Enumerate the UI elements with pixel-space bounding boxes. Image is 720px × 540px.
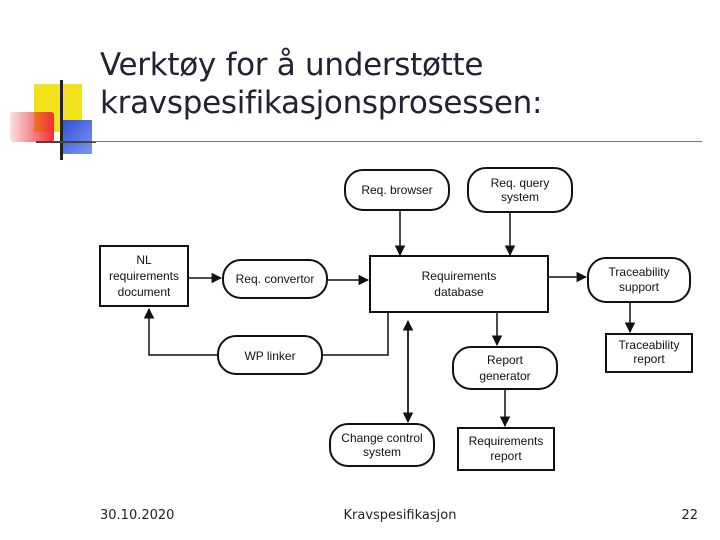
label-req-query-1: Req. query	[491, 176, 550, 190]
arrow-wp-linker-to-nl	[143, 307, 218, 356]
label-change-control-2: system	[363, 445, 401, 459]
label-nl-1: NL	[136, 253, 152, 267]
label-trace-support-2: support	[619, 280, 660, 294]
node-req-query-system: Req. query system	[467, 167, 573, 213]
node-report-generator: Report generator	[452, 346, 558, 390]
label-req-report-2: report	[490, 449, 522, 463]
arrow-db-to-wp-linker	[322, 313, 389, 356]
label-change-control-1: Change control	[341, 431, 422, 445]
label-req-browser: Req. browser	[361, 183, 432, 197]
label-req-query-2: system	[501, 190, 539, 204]
node-nl-requirements-document: NL requirements document	[99, 245, 189, 307]
label-wp-linker: WP linker	[244, 349, 295, 363]
label-nl-3: document	[118, 285, 171, 299]
label-nl-2: requirements	[109, 269, 179, 283]
node-wp-linker: WP linker	[217, 335, 323, 375]
label-report-gen-2: generator	[479, 369, 530, 383]
slide-title: Verktøy for å understøtte kravspesifikas…	[100, 46, 700, 122]
footer-page-number: 22	[681, 508, 698, 523]
node-req-convertor: Req. convertor	[222, 259, 328, 299]
decor-blue-square	[60, 120, 92, 154]
decor-horizontal-line	[36, 141, 96, 143]
node-req-browser: Req. browser	[344, 169, 450, 211]
label-trace-report-1: Traceability	[619, 338, 680, 352]
footer-date: 30.10.2020	[100, 508, 175, 523]
node-requirements-database: Requirements database	[369, 255, 549, 313]
node-requirements-report: Requirements report	[457, 427, 555, 471]
decor-vertical-line	[60, 80, 63, 160]
label-trace-support-1: Traceability	[609, 265, 670, 279]
title-underline-rule	[92, 141, 702, 142]
title-line-2: kravspesifikasjonsprosessen:	[100, 85, 543, 121]
label-trace-report-2: report	[633, 352, 665, 366]
label-req-report-1: Requirements	[469, 434, 544, 448]
footer-center-title: Kravspesifikasjon	[343, 508, 457, 523]
label-db-2: database	[434, 285, 484, 299]
title-line-1: Verktøy for å understøtte	[100, 47, 484, 83]
node-traceability-support: Traceability support	[587, 257, 691, 303]
label-db-1: Requirements	[422, 269, 497, 283]
node-traceability-report: Traceability report	[605, 333, 693, 373]
arrow-trace-support-to-report	[614, 301, 636, 334]
node-change-control-system: Change control system	[329, 423, 435, 467]
label-report-gen-1: Report	[487, 353, 524, 367]
label-req-convertor: Req. convertor	[236, 272, 315, 286]
decor-red-bar	[10, 112, 54, 142]
